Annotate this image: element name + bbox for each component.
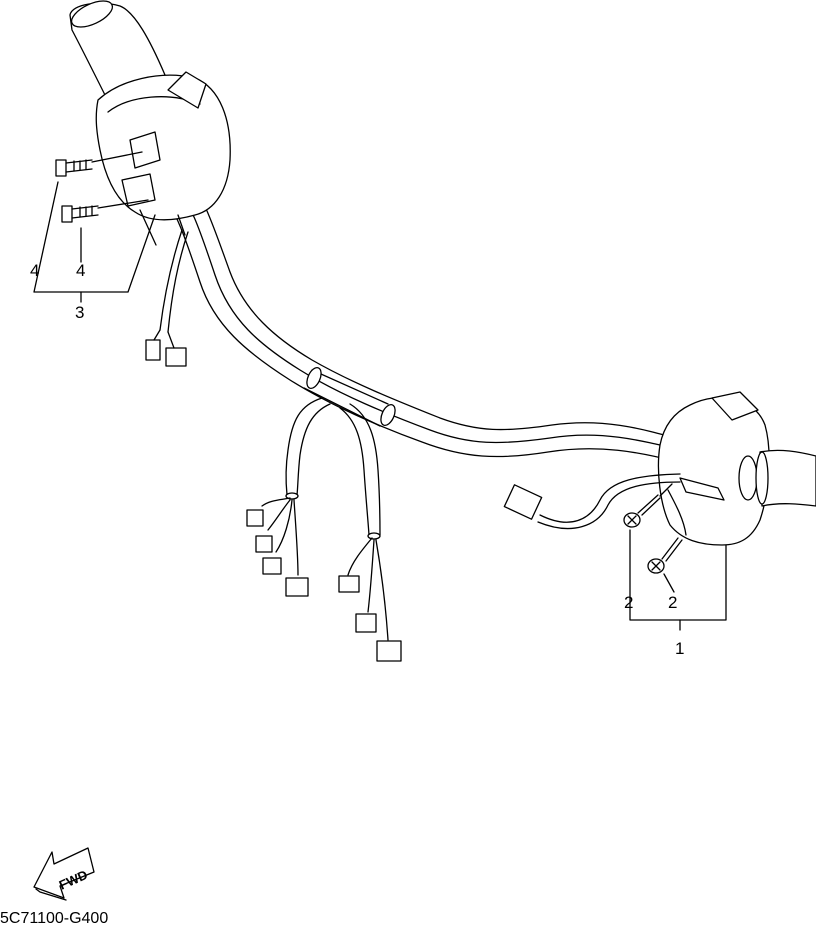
right-screw-lower xyxy=(647,537,683,574)
drawing-code: 5C71100-G400 xyxy=(0,910,108,926)
fwd-arrow-icon: FWD xyxy=(33,847,95,901)
left-connector-a xyxy=(145,339,161,361)
right-handlebar-grip xyxy=(755,449,816,507)
main-harness-tube xyxy=(159,175,683,463)
connector-d xyxy=(285,577,309,597)
left-callout-bracket xyxy=(33,181,156,303)
callout-left-screw-a: 4 xyxy=(30,261,39,280)
right-switch-wire xyxy=(503,473,681,530)
callout-right-screw-a: 2 xyxy=(624,593,633,612)
left-branch-connectors xyxy=(246,509,309,597)
right-branch-connectors xyxy=(338,575,402,662)
right-switch-button xyxy=(711,391,759,421)
callout-left-switch: 3 xyxy=(75,303,84,322)
callout-right-screw-b: 2 xyxy=(668,593,677,612)
right-branch-harness xyxy=(339,403,389,641)
left-connector-b xyxy=(165,347,187,367)
callout-left-screw-b: 4 xyxy=(76,261,85,280)
left-switch-housing xyxy=(95,71,231,246)
left-branch-harness xyxy=(261,397,331,576)
left-switch-button xyxy=(167,71,207,109)
right-switch-housing xyxy=(657,391,770,546)
connector-g xyxy=(376,640,402,662)
right-switch-lever xyxy=(679,477,725,501)
right-connector xyxy=(503,484,543,520)
connector-f xyxy=(355,613,377,633)
left-screw-upper xyxy=(55,151,143,177)
connector-b xyxy=(255,535,273,553)
callout-right-switch: 1 xyxy=(675,639,684,658)
connector-a xyxy=(246,509,264,527)
harness-sleeve xyxy=(303,367,396,427)
connector-c xyxy=(262,557,282,575)
right-screw-upper xyxy=(623,483,673,528)
right-callout-bracket xyxy=(629,529,727,631)
left-screw-lower xyxy=(61,199,149,223)
connector-e xyxy=(338,575,360,593)
left-switch-wire xyxy=(145,229,189,367)
